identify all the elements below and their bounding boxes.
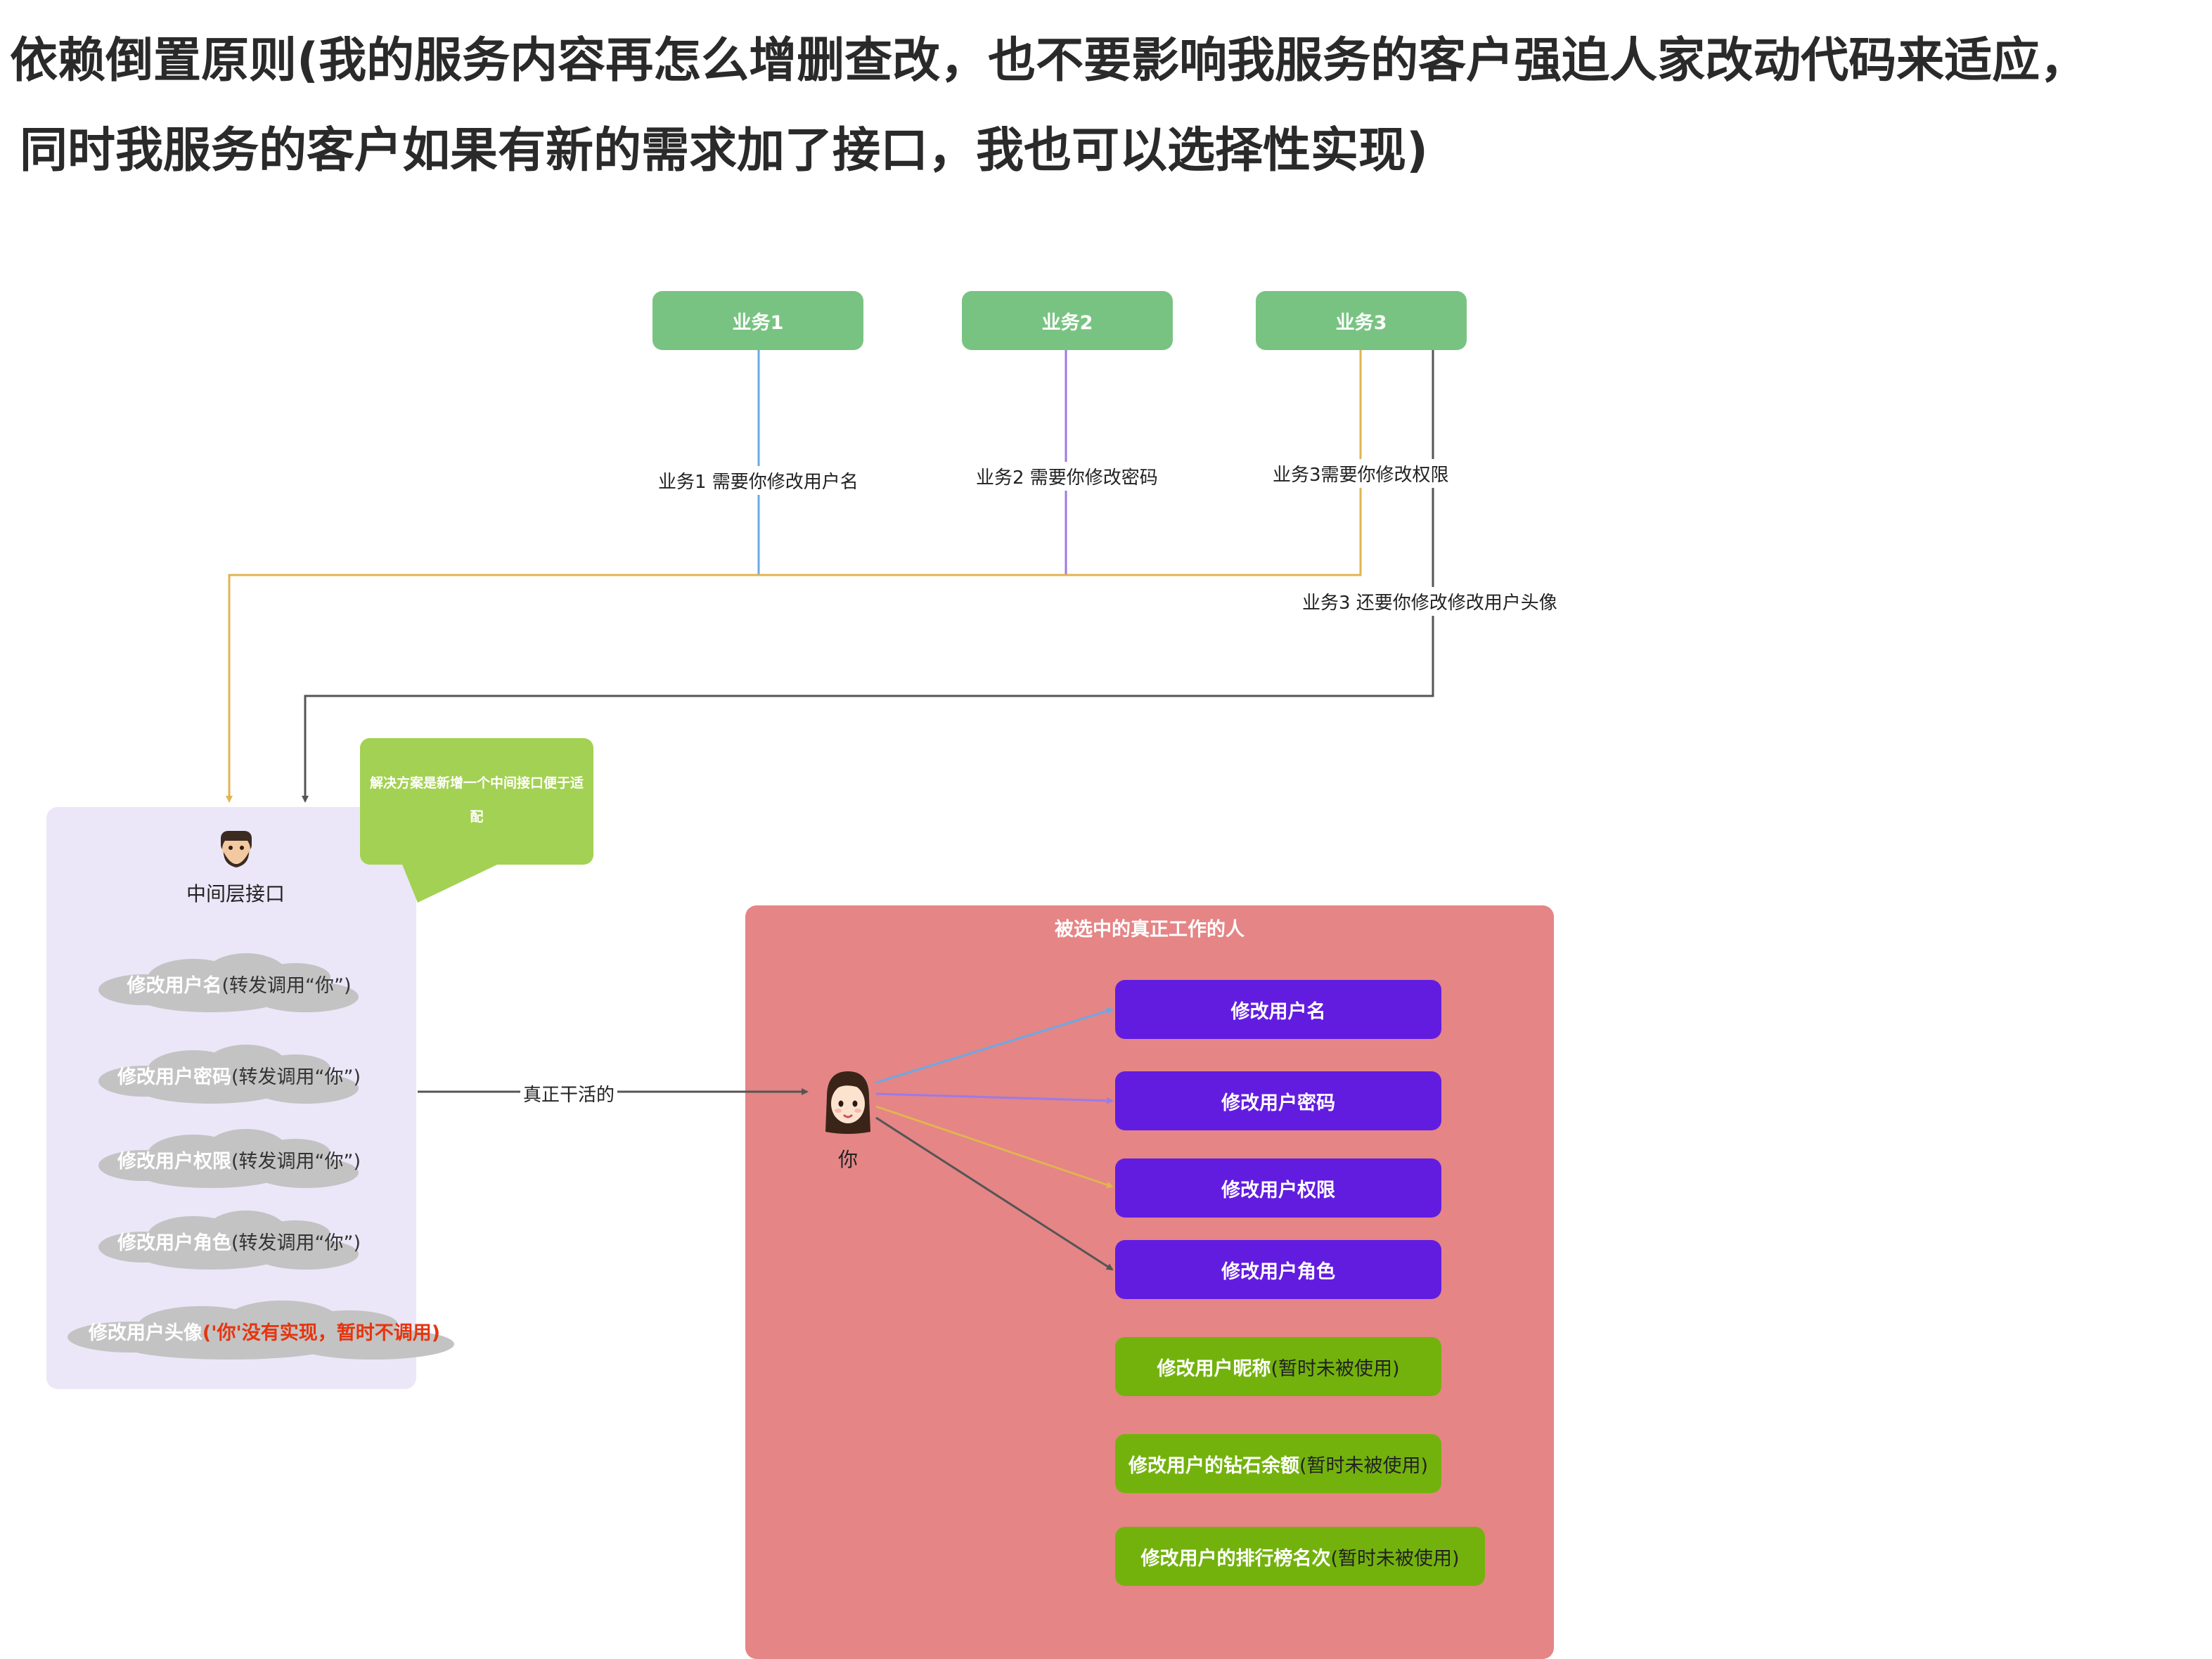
middle-item-note: (转发调用“你”) [221, 975, 352, 997]
edge-you-op-3 [875, 1105, 1114, 1189]
middle-item-role[interactable]: 修改用户角色(转发调用“你”) [98, 1211, 380, 1274]
middle-item-note: (转发调用“你”) [231, 1151, 361, 1173]
op-note: (暂时未被使用) [1299, 1454, 1429, 1477]
op-note: (暂时未被使用) [1330, 1547, 1460, 1570]
business-2-node[interactable]: 业务2 [962, 291, 1173, 350]
op-leaderboard-rank[interactable]: 修改用户的排行榜名次(暂时未被使用) [1115, 1527, 1485, 1586]
middle-item-name: 修改用户权限 [117, 1151, 231, 1173]
worker-name: 你 [837, 1148, 858, 1171]
worker-panel-title: 被选中的真正工作的人 [1055, 919, 1245, 941]
middle-item-note: (转发调用“你”) [231, 1232, 361, 1254]
op-permission[interactable]: 修改用户权限 [1115, 1158, 1441, 1218]
solution-callout [360, 738, 593, 865]
middle-item-note: (转发调用“你”) [231, 1066, 361, 1088]
middle-layer-title: 中间层接口 [186, 882, 285, 905]
business-3-node[interactable]: 业务3 [1256, 291, 1467, 350]
edge-label-business-3: 业务3需要你修改权限 [1270, 459, 1452, 488]
middle-item-name: 修改用户名 [127, 975, 222, 997]
page-title-line-1: 依赖倒置原则(我的服务内容再怎么增删查改，也不要影响我服务的客户强迫人家改动代码… [10, 33, 2088, 89]
middle-item-password[interactable]: 修改用户密码(转发调用“你”) [98, 1045, 380, 1108]
page-title-line-2: 同时我服务的客户如果有新的需求加了接口，我也可以选择性实现) [20, 123, 1429, 179]
woman-avatar-icon [825, 1071, 870, 1134]
business-1-node[interactable]: 业务1 [652, 291, 863, 350]
edge-business-3-extra [302, 350, 1434, 803]
op-name: 修改用户的钻石余额 [1128, 1454, 1299, 1477]
op-diamond-balance[interactable]: 修改用户的钻石余额(暂时未被使用) [1115, 1434, 1441, 1493]
op-rename[interactable]: 修改用户名 [1115, 980, 1441, 1039]
op-name: 修改用户密码 [1221, 1092, 1335, 1114]
op-name: 修改用户昵称 [1157, 1357, 1271, 1380]
edge-you-op-2 [875, 1092, 1114, 1104]
edge-label-business-2: 业务2 需要你修改密码 [973, 462, 1161, 491]
middle-item-avatar[interactable]: 修改用户头像('你'没有实现，暂时不调用) [67, 1300, 461, 1364]
callout-text: 解决方案是新增一个中间接口便于适配 [369, 775, 584, 825]
middle-item-name: 修改用户密码 [117, 1066, 231, 1088]
op-role[interactable]: 修改用户角色 [1115, 1240, 1441, 1299]
op-name: 修改用户角色 [1221, 1260, 1335, 1283]
op-name: 修改用户名 [1230, 1000, 1326, 1023]
bearded-man-avatar-icon [221, 831, 252, 867]
edge-you-op-1 [875, 1007, 1114, 1084]
middle-item-rename[interactable]: 修改用户名(转发调用“你”) [98, 953, 380, 1016]
op-password[interactable]: 修改用户密码 [1115, 1071, 1441, 1130]
op-name: 修改用户权限 [1221, 1179, 1335, 1201]
op-note: (暂时未被使用) [1271, 1357, 1400, 1380]
edge-label-business-3-extra: 业务3 还要你修改修改用户头像 [1299, 587, 1560, 616]
op-name: 修改用户的排行榜名次 [1140, 1547, 1331, 1570]
edge-label-real-work: 真正干活的 [520, 1079, 618, 1108]
op-nickname[interactable]: 修改用户昵称(暂时未被使用) [1115, 1337, 1441, 1396]
middle-item-note: ('你'没有实现，暂时不调用) [202, 1322, 441, 1344]
middle-item-name: 修改用户头像 [88, 1322, 202, 1344]
edge-label-business-1: 业务1 需要你修改用户名 [655, 466, 861, 495]
middle-item-permission[interactable]: 修改用户权限(转发调用“你”) [98, 1129, 380, 1192]
middle-item-name: 修改用户角色 [117, 1232, 231, 1254]
edge-you-op-4 [875, 1116, 1114, 1271]
